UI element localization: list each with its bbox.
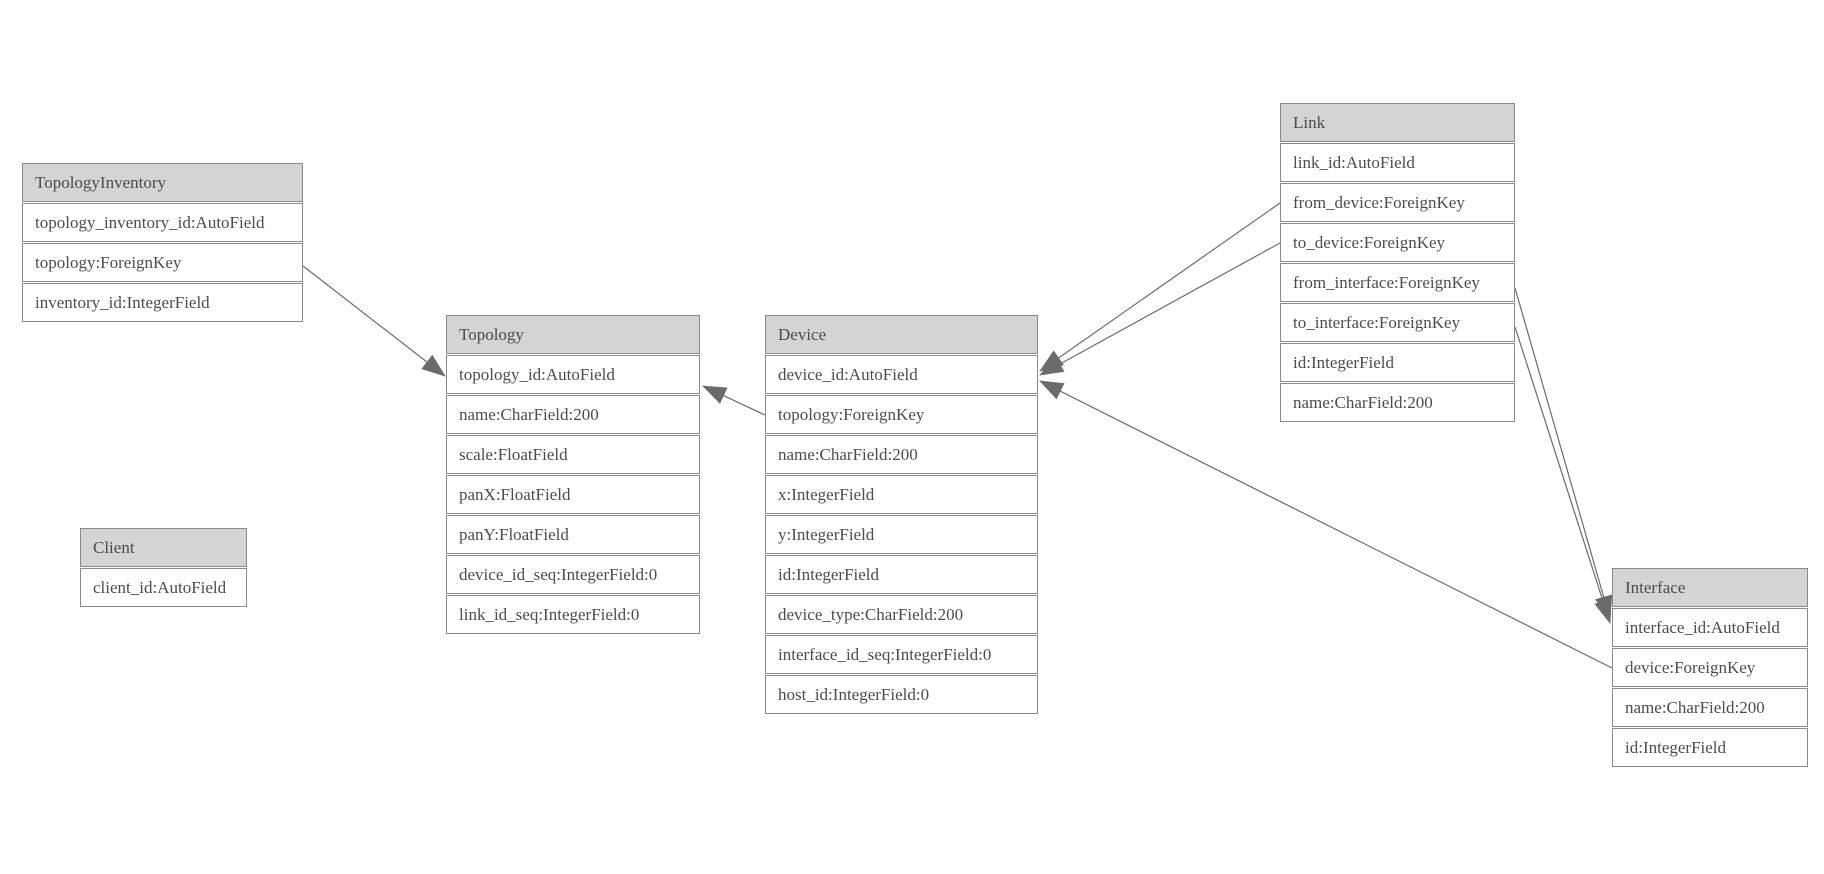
entity-field: scale:FloatField [446, 435, 700, 474]
entity-title-topology: Topology [446, 315, 700, 354]
entity-field: panY:FloatField [446, 515, 700, 554]
entity-field: link_id:AutoField [1280, 143, 1515, 182]
rel-device-topology-to-topology [702, 385, 766, 416]
entity-field: interface_id:AutoField [1612, 608, 1808, 647]
entity-field: name:CharField:200 [1280, 383, 1515, 422]
entity-field: id:IntegerField [765, 555, 1038, 594]
entity-field: topology_inventory_id:AutoField [22, 203, 303, 242]
entity-field: device:ForeignKey [1612, 648, 1808, 687]
rel-link-to-device-to-device [1039, 242, 1281, 376]
entity-field: to_interface:ForeignKey [1280, 303, 1515, 342]
entity-field: link_id_seq:IntegerField:0 [446, 595, 700, 634]
entity-field: host_id:IntegerField:0 [765, 675, 1038, 714]
entity-field: device_id_seq:IntegerField:0 [446, 555, 700, 594]
entity-field: x:IntegerField [765, 475, 1038, 514]
rel-link-from-device-to-device [1039, 202, 1281, 372]
entity-title-interface: Interface [1612, 568, 1808, 607]
entity-field: device_id:AutoField [765, 355, 1038, 394]
rel-topologyinventory-topology-to-topology [302, 265, 446, 377]
rel-interface-device-to-device [1039, 380, 1613, 669]
entity-field: name:CharField:200 [765, 435, 1038, 474]
entity-field: id:IntegerField [1612, 728, 1808, 767]
entity-field: inventory_id:IntegerField [22, 283, 303, 322]
entity-field: panX:FloatField [446, 475, 700, 514]
entity-field: name:CharField:200 [446, 395, 700, 434]
rel-link-to-interface-to-interface [1514, 326, 1612, 624]
entity-field: y:IntegerField [765, 515, 1038, 554]
entity-field: topology:ForeignKey [765, 395, 1038, 434]
entity-field: device_type:CharField:200 [765, 595, 1038, 634]
entity-title-client: Client [80, 528, 247, 567]
rel-link-from-interface-to-interface [1514, 287, 1613, 620]
entity-field: from_interface:ForeignKey [1280, 263, 1515, 302]
entity-field: interface_id_seq:IntegerField:0 [765, 635, 1038, 674]
entity-title-link: Link [1280, 103, 1515, 142]
entity-title-topology-inventory: TopologyInventory [22, 163, 303, 202]
entity-field: topology_id:AutoField [446, 355, 700, 394]
entity-field: from_device:ForeignKey [1280, 183, 1515, 222]
entity-title-device: Device [765, 315, 1038, 354]
entity-field: topology:ForeignKey [22, 243, 303, 282]
entity-field: to_device:ForeignKey [1280, 223, 1515, 262]
entity-field: name:CharField:200 [1612, 688, 1808, 727]
entity-field: id:IntegerField [1280, 343, 1515, 382]
entity-field: client_id:AutoField [80, 568, 247, 607]
